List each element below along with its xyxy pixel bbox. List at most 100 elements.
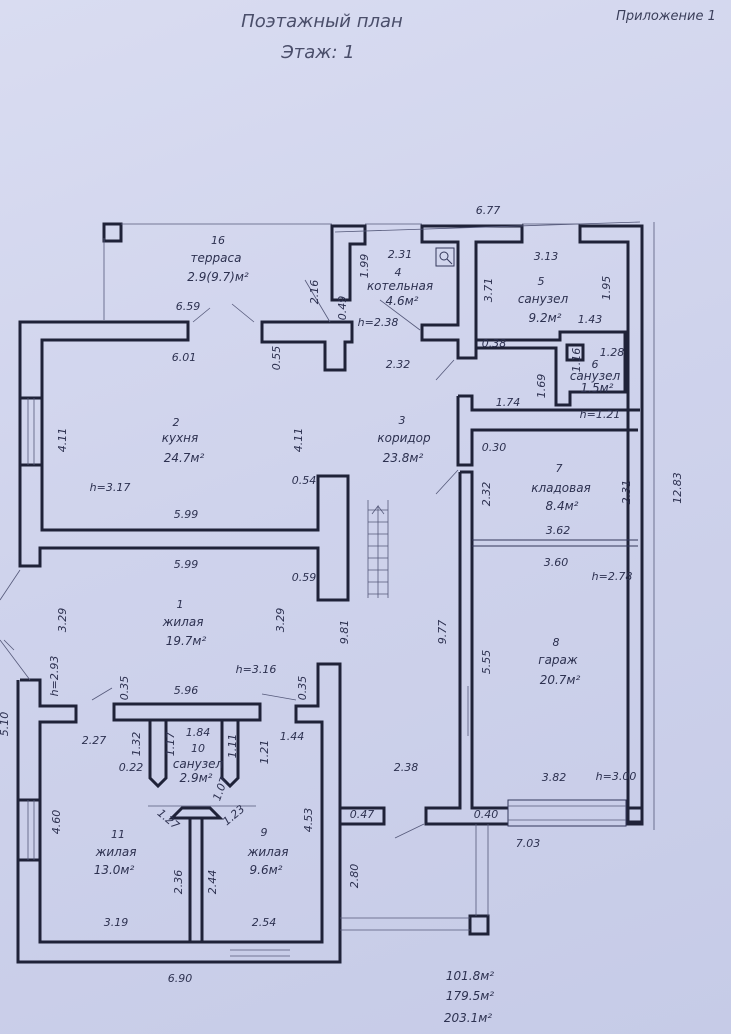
- dim: 1.11: [226, 734, 239, 759]
- dimensions: 6.77 2.31 1.99 2.16 0.49 3.13 3.71 1.95 …: [0, 204, 684, 985]
- dim: 1.07: [210, 775, 231, 802]
- total-overall-area: 203.1м²: [444, 1011, 492, 1025]
- room-6-name: санузел: [570, 369, 621, 383]
- dim: 5.55: [480, 650, 493, 675]
- dim: 1.32: [130, 732, 143, 757]
- dim: 3.29: [274, 608, 287, 633]
- dim: 1.84: [186, 726, 211, 739]
- dim: 3.13: [534, 250, 559, 263]
- dim: 0.30: [482, 441, 507, 454]
- room-8-name: гараж: [538, 653, 578, 667]
- room-11-name: жилая: [95, 845, 137, 859]
- height-labels: h=3.17 h=2.38 h=1.21 h=2.78 h=3.00 h=3.1…: [48, 316, 636, 783]
- room-1-area: 19.7м²: [166, 634, 207, 648]
- room-2-num: 2: [173, 416, 180, 429]
- dim: 1.44: [280, 730, 305, 743]
- dim: 3.60: [544, 556, 569, 569]
- room-9-name: жилая: [247, 845, 289, 859]
- dim: 2.38: [394, 761, 419, 774]
- dim: 2.31: [388, 248, 413, 261]
- dim: 0.47: [350, 808, 375, 821]
- area-totals: 101.8м² 179.5м² 203.1м²: [444, 969, 494, 1025]
- dim: 5.96: [174, 684, 199, 697]
- room-10-area: 2.9м²: [180, 771, 213, 785]
- floor-label: Этаж: 1: [280, 42, 355, 63]
- dim: 5.99: [174, 558, 199, 571]
- dim: 0.54: [292, 474, 317, 487]
- dim: 6.90: [168, 972, 193, 985]
- appendix-label: Приложение 1: [616, 9, 716, 24]
- room-16-num: 16: [211, 234, 225, 247]
- dim: 4.60: [50, 810, 63, 835]
- total-main-area: 179.5м²: [446, 989, 494, 1003]
- dim: 0.55: [270, 346, 283, 371]
- room-6-area: 1.5м²: [581, 381, 614, 395]
- height-garage-bottom: h=3.00: [596, 770, 637, 783]
- dim: 1.99: [358, 254, 371, 279]
- room-1-num: 1: [177, 598, 184, 611]
- dim: 6.01: [172, 351, 197, 364]
- dim: 2.80: [348, 864, 361, 889]
- dim: 0.59: [292, 571, 317, 584]
- room-5-name: санузел: [518, 292, 569, 306]
- dim: 1.16: [570, 348, 583, 373]
- room-5-num: 5: [538, 275, 545, 288]
- dim: 0.49: [336, 296, 349, 321]
- height-living1: h=3.16: [236, 663, 277, 676]
- dim: 9.77: [436, 620, 449, 645]
- room-8-area: 20.7м²: [540, 673, 581, 687]
- room-4-area: 4.6м²: [386, 294, 419, 308]
- room-7-num: 7: [556, 462, 563, 475]
- dim: 2.31: [620, 480, 633, 505]
- height-boiler: h=2.38: [358, 316, 399, 329]
- room-5-area: 9.2м²: [529, 311, 562, 325]
- dim: 3.29: [56, 608, 69, 633]
- room-labels: 16 терраса 2.9(9.7)м² 4 котельная 4.6м² …: [94, 234, 621, 877]
- room-4-num: 4: [395, 266, 402, 279]
- dim: 2.36: [172, 870, 185, 895]
- dim: 5.10: [0, 712, 11, 737]
- dim: 7.03: [516, 837, 541, 850]
- dim: 5.99: [174, 508, 199, 521]
- dim: 1.95: [600, 276, 613, 301]
- dim: 0.35: [118, 676, 131, 701]
- dim: 0.40: [474, 808, 499, 821]
- dim: 0.38: [482, 337, 507, 350]
- dim: 2.27: [82, 734, 107, 747]
- room-2-name: кухня: [162, 431, 199, 445]
- dim: 3.62: [546, 524, 571, 537]
- dim: 4.53: [302, 808, 315, 833]
- dim: 0.22: [119, 761, 144, 774]
- height-living-left: h=2.93: [48, 656, 61, 697]
- dim: 1.21: [258, 740, 271, 765]
- dim: 4.11: [292, 428, 305, 453]
- dim: 1.74: [496, 396, 521, 409]
- dim: 2.32: [386, 358, 411, 371]
- dim: 3.82: [542, 771, 567, 784]
- dim: 0.35: [296, 676, 309, 701]
- dim: 1.43: [578, 313, 603, 326]
- room-1-name: жилая: [162, 615, 204, 629]
- room-9-area: 9.6м²: [250, 863, 283, 877]
- dim: 6.77: [476, 204, 501, 217]
- dim: 3.19: [104, 916, 129, 929]
- dim: 12.83: [671, 472, 684, 504]
- room-10-num: 10: [191, 742, 205, 755]
- dim: 9.81: [338, 620, 351, 645]
- total-living-area: 101.8м²: [446, 969, 494, 983]
- dim: 1.17: [164, 732, 177, 757]
- room-9-num: 9: [261, 826, 268, 839]
- dim: 1.69: [535, 374, 548, 399]
- room-2-area: 24.7м²: [164, 451, 205, 465]
- room-3-num: 3: [399, 414, 406, 427]
- walls: [16, 222, 644, 964]
- height-wc6: h=1.21: [580, 408, 621, 421]
- dim: 2.54: [252, 916, 277, 929]
- annotation-lines: [0, 221, 655, 957]
- height-kitchen: h=3.17: [90, 481, 131, 494]
- room-16-area: 2.9(9.7)м²: [187, 270, 249, 284]
- room-6-num: 6: [592, 358, 599, 371]
- dim: 2.32: [480, 482, 493, 507]
- room-3-name: коридор: [377, 431, 431, 445]
- dim: 6.59: [176, 300, 201, 313]
